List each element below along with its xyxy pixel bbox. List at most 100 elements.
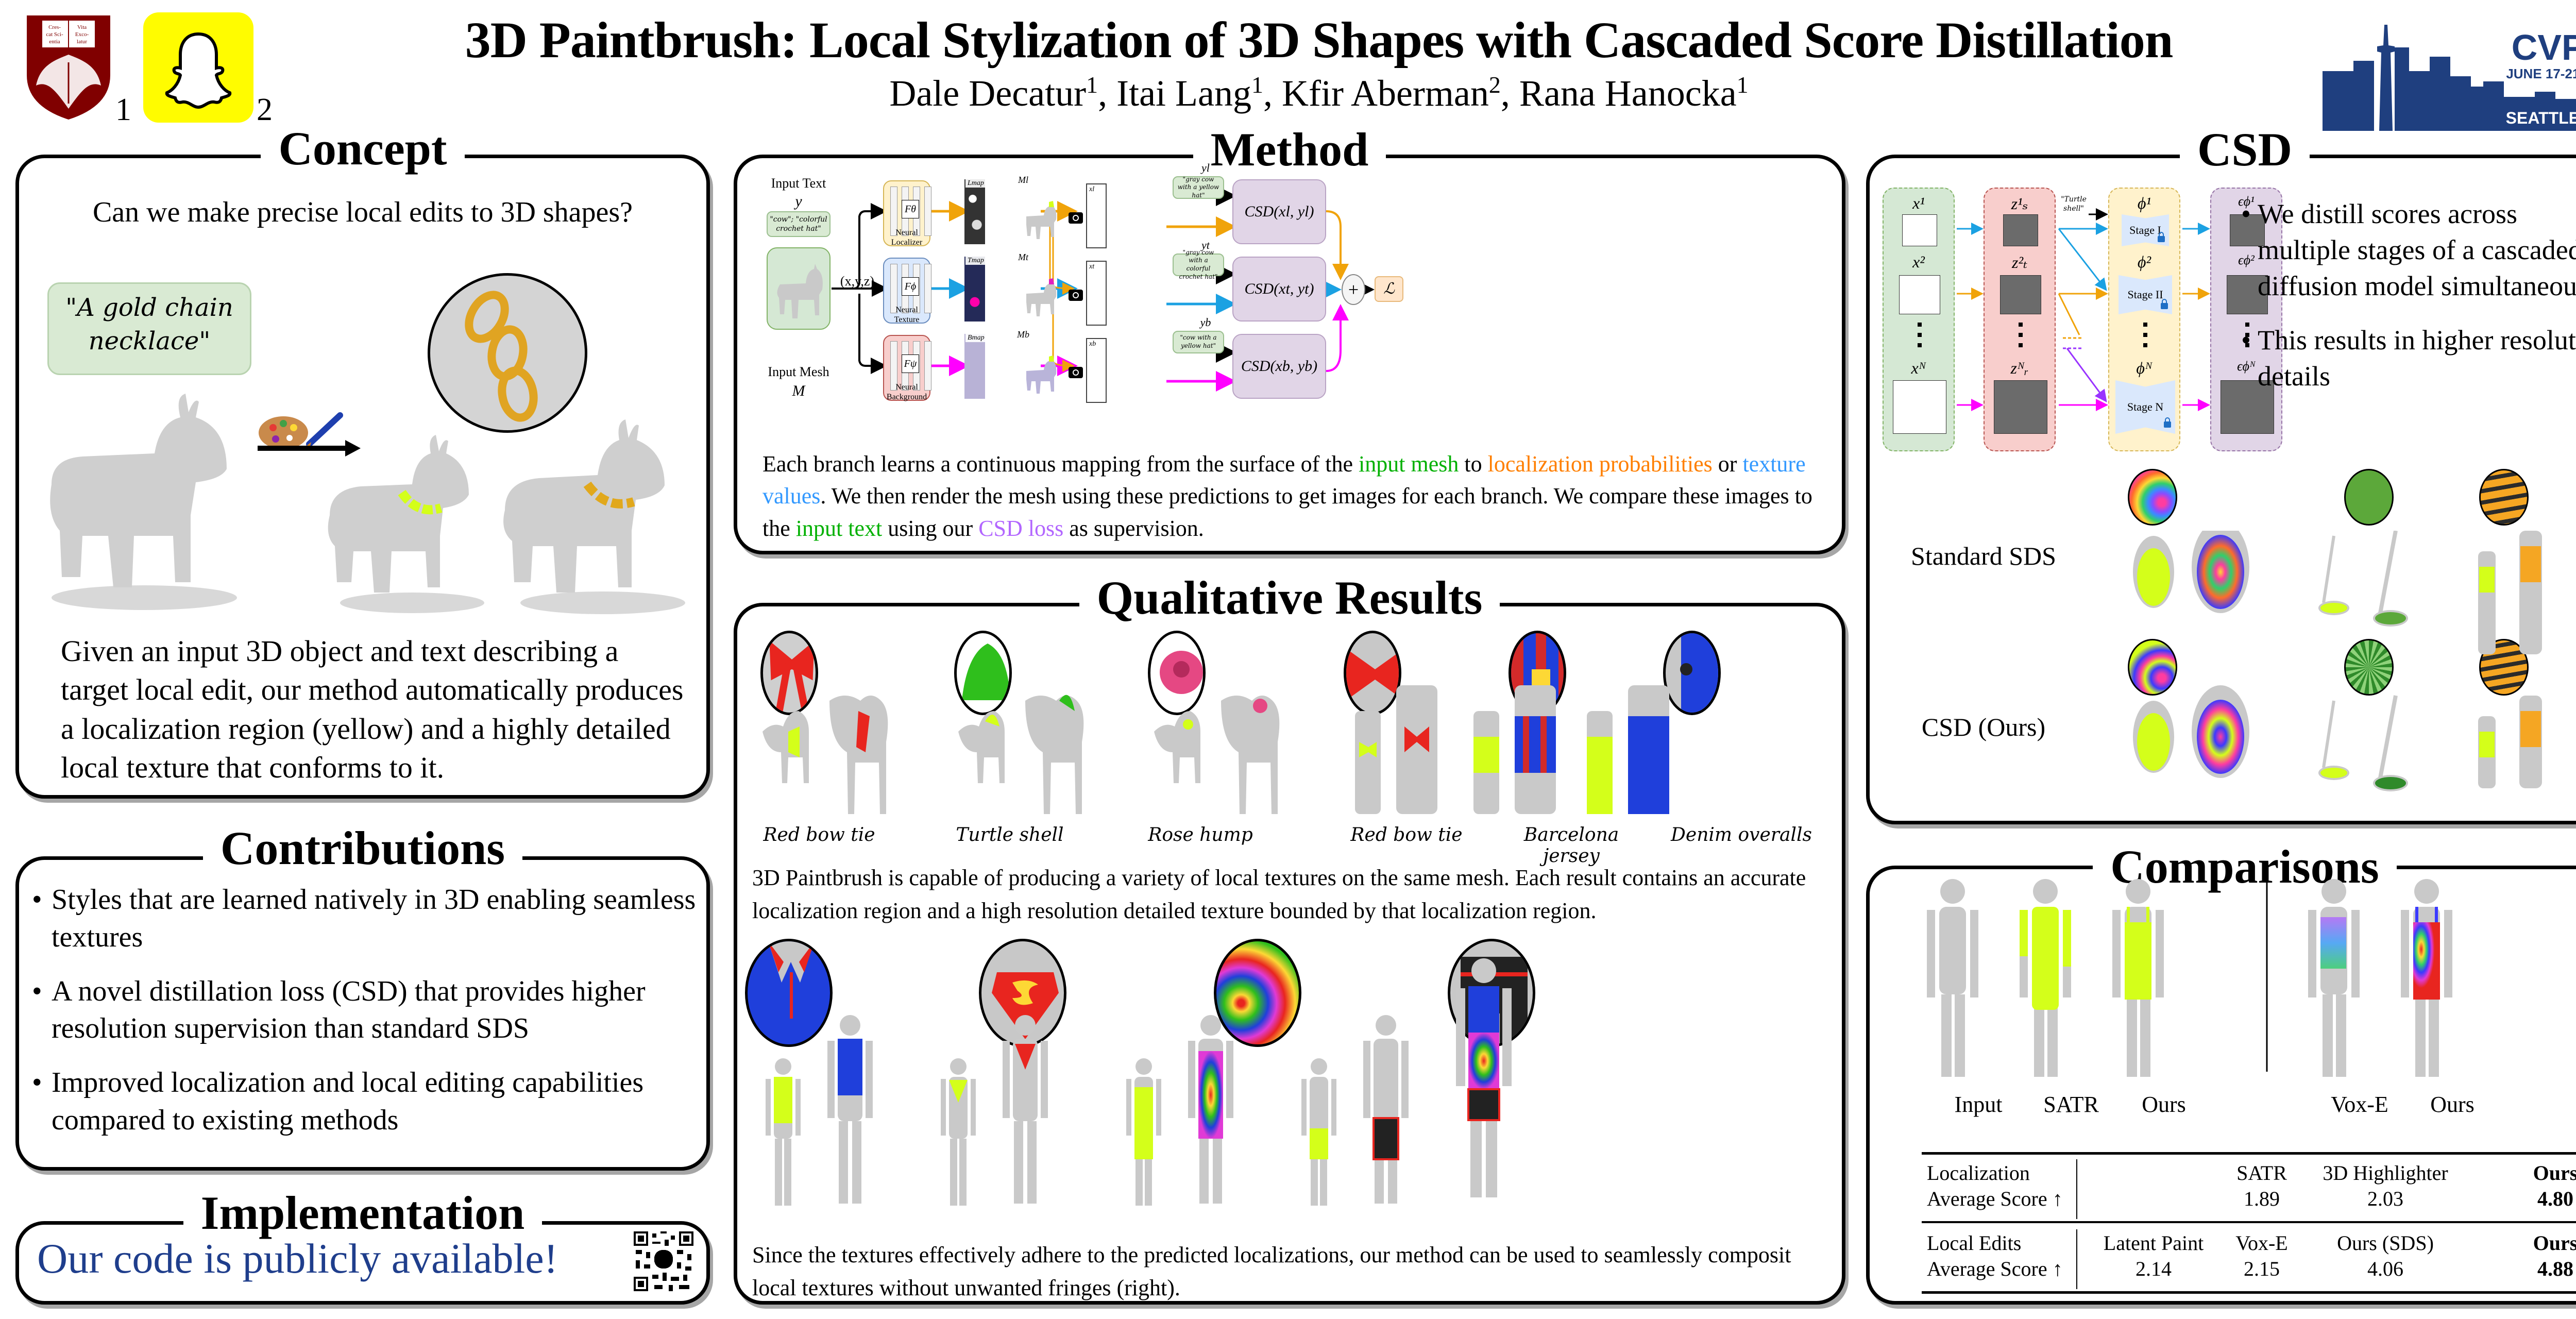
input-text-label: Input Text: [771, 176, 826, 191]
implementation-panel: [15, 1221, 710, 1305]
localization-map: Lmap: [964, 179, 986, 244]
camera-icon: [1069, 212, 1083, 224]
render-frame: xb: [1086, 338, 1107, 403]
concept-prompt: "A gold chain necklace": [47, 282, 251, 375]
mesh-symbol: Ml: [1018, 175, 1028, 185]
cvpr-location: SEATTLE, WA: [2506, 109, 2576, 127]
lock-icon: [2161, 299, 2168, 309]
input-text-symbol: y: [795, 193, 802, 210]
affiliation-mark-2: 2: [257, 92, 273, 127]
camera-icon: [1069, 290, 1083, 301]
table-row-label: Average Score ↑: [1927, 1187, 2063, 1210]
svg-text:cat Sci-: cat Sci-: [46, 31, 63, 38]
figure-label-voxe: Vox-E: [2331, 1092, 2388, 1117]
method-title: Method: [734, 123, 1845, 176]
table-cell: 2.15: [2244, 1257, 2280, 1280]
result-label: Denim overalls: [1671, 824, 1812, 845]
cvpr-logo: CVPR JUNE 17-21, 2024 SEATTLE, WA: [2323, 14, 2576, 131]
concept-title: Concept: [15, 122, 710, 175]
table-header: Latent Paint: [2103, 1231, 2204, 1255]
csd-loss-box: CSD(xl, yl): [1232, 179, 1326, 244]
input-cow-figure: [31, 381, 247, 618]
sds-grass-zoom: [2344, 469, 2394, 526]
input-mesh-label: Input Mesh: [768, 364, 829, 379]
comparisons-title: Comparisons: [1866, 840, 2576, 893]
svg-text:entia: entia: [49, 39, 60, 45]
affiliation-mark-1: 1: [115, 92, 131, 127]
tie-dye-apron-zoom: [1214, 939, 1301, 1047]
table-row-label: Localization: [1927, 1161, 2030, 1185]
svg-text:latur: latur: [77, 39, 87, 45]
stage-n-block: Stage N: [2115, 380, 2175, 434]
csd-loss-box: CSD(xt, yt): [1232, 257, 1326, 322]
figure-label-ours: Ours: [2142, 1092, 2186, 1117]
lock-icon: [2158, 232, 2165, 242]
cvpr-name: CVPR: [2512, 27, 2576, 67]
table-header: Ours (SDS): [2337, 1231, 2434, 1255]
csd-stages-column: ϕ¹ Stage I ϕ² Stage II ϕᴺ Stage N: [2108, 188, 2180, 451]
author-name: Itai Lang: [1116, 73, 1251, 114]
denim-overalls-zoom: [1663, 631, 1721, 715]
row-label-csd-ours: CSD (Ours): [1921, 713, 2046, 741]
qualitative-figures-row1: [762, 685, 1669, 814]
contributions-list: Styles that are learned natively in 3D e…: [32, 881, 702, 1156]
csd-bullet: This results in higher resolution detail…: [2241, 322, 2576, 394]
cvpr-dates: JUNE 17-21, 2024: [2506, 66, 2576, 81]
mesh-symbol: Mt: [1018, 252, 1028, 262]
target-prompt: "gray cow with a colorful crochet hat": [1173, 249, 1224, 280]
table-row-label: Local Edits: [1927, 1231, 2022, 1255]
comparison-figures: [1927, 876, 2452, 1077]
table-header: Vox-E: [2235, 1231, 2288, 1255]
bowtie-lego-zoom: [1344, 631, 1401, 715]
csd-comparison-figures: [2133, 531, 2542, 791]
qr-code-icon[interactable]: [632, 1229, 696, 1293]
target-symbol: yt: [1201, 239, 1210, 251]
stage-1-block: Stage I: [2122, 214, 2169, 246]
code-available-link[interactable]: Our code is publicly available!: [37, 1235, 558, 1282]
bowtie-camel-zoom: [760, 631, 818, 715]
csd-grass-zoom: [2344, 639, 2394, 696]
result-label: Barcelona jersey: [1523, 824, 1619, 867]
necklace-zoom-inset: [428, 273, 587, 433]
lock-icon: [2164, 417, 2171, 428]
poster-title: 3D Paintbrush: Local Stylization of 3D S…: [465, 11, 2174, 69]
ghost-icon: [165, 32, 232, 109]
csd-bullet: We distill scores across multiple stages…: [2241, 196, 2576, 305]
texture-map: Tmap: [964, 257, 986, 322]
target-symbol: yb: [1200, 316, 1211, 329]
target-symbol: yl: [1201, 161, 1210, 174]
concept-question: Can we make precise local edits to 3D sh…: [92, 196, 633, 228]
csd-noisy-column: z¹ₛ z²ₜ zᴺᵣ: [1984, 188, 2056, 451]
csd-loss-box: CSD(xb, yb): [1232, 334, 1326, 399]
textured-cow-figure: [489, 371, 690, 618]
table-cell: 1.89: [2244, 1187, 2280, 1210]
method-caption: Each branch learns a continuous mapping …: [762, 451, 1812, 541]
author-name: Kfir Aberman: [1281, 73, 1489, 114]
uchicago-logo: Cres- cat Sci- entia Vita Exco- latur: [25, 13, 112, 122]
qualitative-caption-2: Since the textures effectively adhere to…: [752, 1242, 1791, 1300]
table-header: Ours: [2533, 1161, 2576, 1185]
csd-arrows: [1957, 208, 2210, 411]
turtle-shell-zoom: [954, 631, 1012, 715]
cow-mesh-textured: [1023, 273, 1059, 319]
mesh-symbol: Mb: [1017, 329, 1029, 340]
figure-label-satr: SATR: [2043, 1092, 2099, 1117]
csd-prompt: "Turtle shell": [2061, 195, 2087, 213]
sum-node: +: [1342, 274, 1365, 305]
svg-text:Vita: Vita: [77, 24, 87, 30]
author-list: Dale Decatur1, Itai Lang1, Kfir Aberman2…: [889, 72, 1749, 114]
rose-hump-zoom: [1148, 631, 1206, 715]
csd-input-column: x¹ x² xᴺ: [1883, 188, 1955, 451]
qualitative-figures-row2: [766, 958, 1512, 1206]
result-label: Turtle shell: [956, 824, 1064, 845]
table-header: 3D Highlighter: [2323, 1161, 2448, 1185]
author-name: Dale Decatur: [889, 73, 1087, 114]
author-name: Rana Hanocka: [1519, 73, 1737, 114]
contribution-item: Improved localization and local editing …: [32, 1064, 702, 1139]
figure-label-ours-2: Ours: [2430, 1092, 2475, 1117]
sds-tiedye-zoom: [2128, 469, 2177, 526]
result-label: Rose hump: [1148, 824, 1253, 845]
